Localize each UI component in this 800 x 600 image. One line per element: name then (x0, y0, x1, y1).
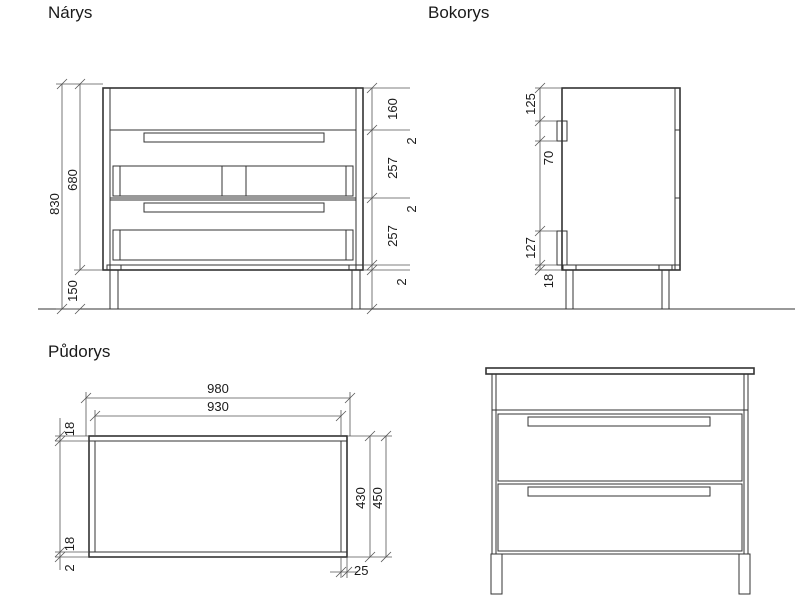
dim-body-height: 680 (65, 169, 80, 191)
front-left-leg (109, 269, 119, 310)
front-right-leg (351, 269, 361, 310)
side-front-leg (565, 269, 574, 310)
front-top-drawer (109, 129, 357, 199)
dim-gap-2: 2 (404, 205, 419, 212)
illustration-bottom-drawer (497, 483, 743, 552)
dim-side-handle: 70 (541, 151, 556, 165)
front-bottom-handle (143, 202, 325, 213)
illustration-right-leg (738, 553, 751, 595)
dim-gap-1: 2 (404, 137, 419, 144)
front-cabinet (102, 87, 364, 310)
dim-side-bottom: 127 (523, 237, 538, 259)
plan-outline (88, 435, 348, 558)
side-view-title: Bokorys (428, 3, 489, 22)
front-left-dimensions (56, 78, 103, 315)
plan-view-title: Půdorys (48, 342, 110, 361)
dim-drawer-2: 257 (385, 225, 400, 247)
side-cabinet (556, 87, 681, 310)
dim-side-offset: 25 (354, 563, 368, 578)
dim-overall-depth: 450 (370, 487, 385, 509)
illustration-top-handle (527, 416, 711, 427)
illustration-bottom-handle (527, 486, 711, 497)
dim-top-panel: 160 (385, 98, 400, 120)
dim-plan-bottom-gap: 2 (62, 564, 77, 571)
front-bottom-drawer (109, 199, 357, 266)
dim-plan-top-panel: 18 (62, 422, 77, 436)
dim-leg-height: 150 (65, 280, 80, 302)
side-dimensions (534, 82, 562, 276)
dim-drawer-1: 257 (385, 157, 400, 179)
dim-inner-depth: 430 (353, 487, 368, 509)
dim-plan-bottom-panel: 18 (62, 537, 77, 551)
dim-side-top: 125 (523, 93, 538, 115)
front-view-title: Nárys (48, 3, 92, 22)
side-handle-2 (556, 230, 568, 266)
illustration-left-leg (490, 553, 503, 595)
cabinet-illustration (485, 367, 755, 595)
dim-overall-width: 980 (207, 381, 229, 396)
front-right-dimensions (363, 82, 410, 315)
illustration-top-drawer (497, 413, 743, 482)
dim-inner-width: 930 (207, 399, 229, 414)
dim-side-base: 18 (541, 274, 556, 288)
side-handle-1 (556, 120, 568, 142)
plan-dimensions (54, 392, 392, 578)
side-back-leg (661, 269, 670, 310)
front-top-handle (143, 132, 325, 143)
dim-total-height: 830 (47, 193, 62, 215)
dim-gap-3: 2 (394, 278, 409, 285)
